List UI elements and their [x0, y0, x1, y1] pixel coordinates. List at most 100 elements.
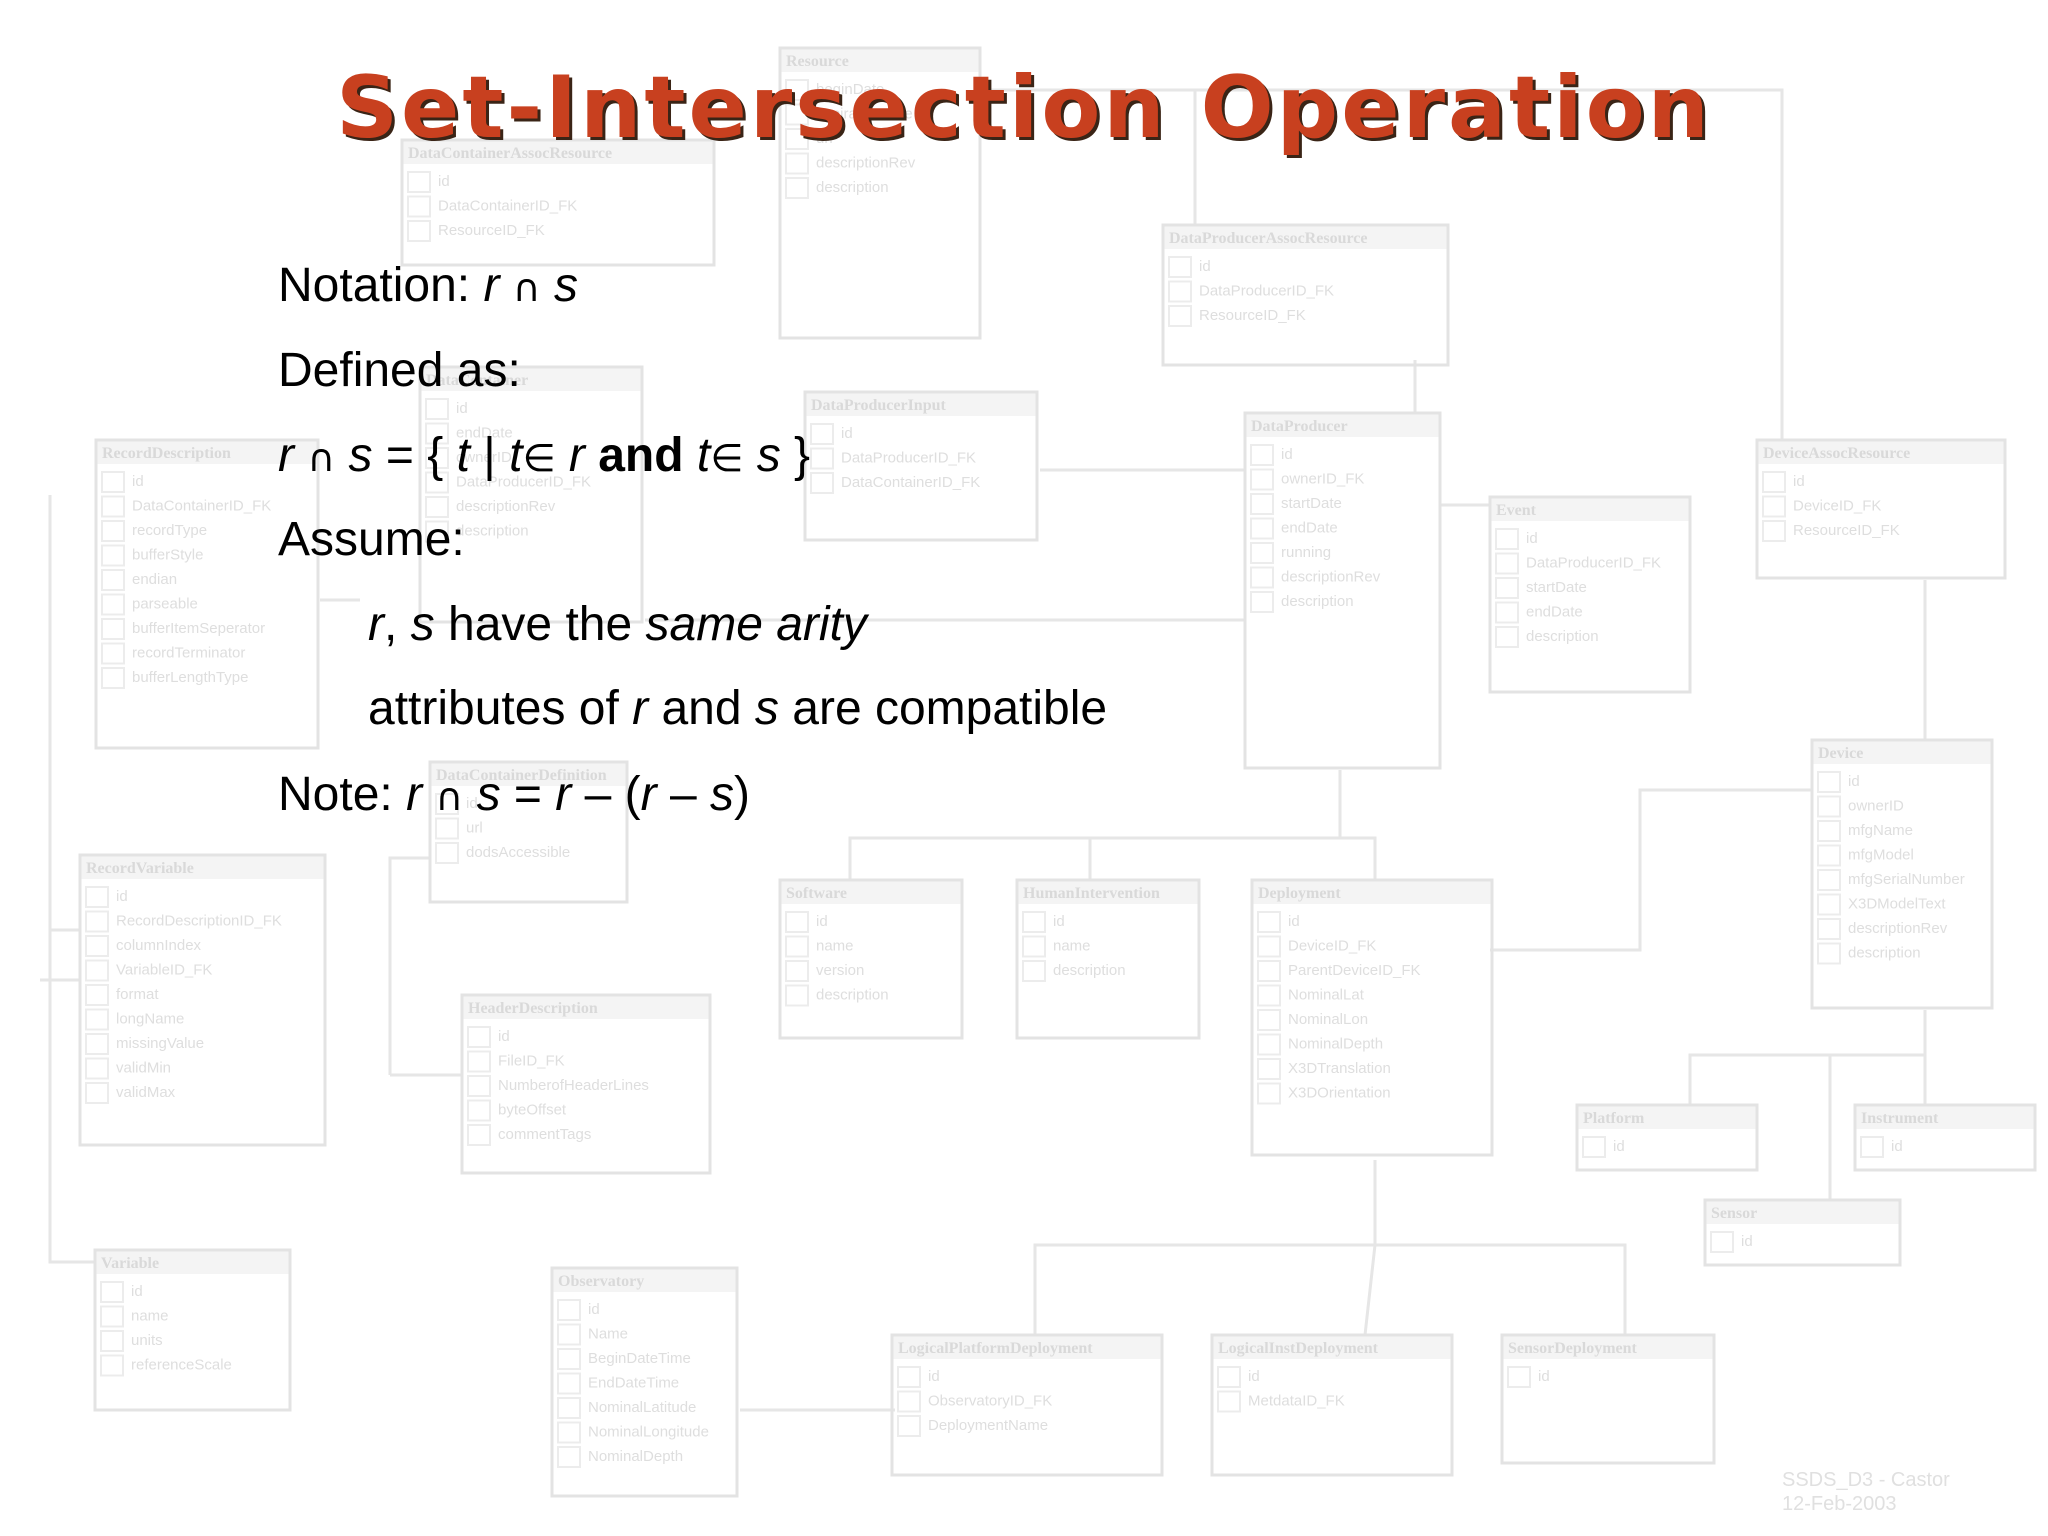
er-table-field: url — [816, 130, 833, 147]
er-table-field: ownerID — [456, 449, 512, 466]
er-table-title: LogicalInstDeployment — [1218, 1340, 1379, 1357]
er-table-field: id — [131, 1283, 143, 1300]
er-table-field: id — [1891, 1138, 1903, 1155]
note-s1: s — [476, 768, 501, 821]
def-r: r — [278, 429, 294, 482]
er-table-field: ParentDeviceID_FK — [1288, 962, 1421, 979]
element-of-symbol: ∈ — [522, 436, 556, 480]
er-table-field: id — [588, 1301, 600, 1318]
er-table-title: Variable — [101, 1255, 159, 1272]
er-table: Platform id — [1575, 1103, 1759, 1172]
er-table-field: missingValue — [116, 1035, 204, 1052]
er-table-field: id — [116, 888, 128, 905]
er-table-field: id — [1281, 446, 1293, 463]
er-table-field: validMax — [116, 1084, 176, 1101]
er-table-field: referenceScale — [131, 1357, 232, 1374]
er-table-title: DataContainerAssocResource — [408, 145, 612, 162]
er-table-field: id — [1613, 1138, 1625, 1155]
er-table-field: running — [1281, 544, 1331, 561]
er-table-field: id — [466, 795, 478, 812]
er-table-field: descriptionRev — [1281, 569, 1381, 586]
def-and: and — [598, 429, 684, 482]
assume2-and: and — [661, 682, 742, 735]
er-table-field: DeviceID_FK — [1793, 498, 1881, 515]
er-table-field: endian — [132, 571, 177, 588]
er-table-field: FileID_FK — [498, 1053, 565, 1070]
er-table-field: descriptionRev — [1848, 920, 1948, 937]
er-table-field: DataProducerID_FK — [841, 450, 976, 467]
er-table-field: version — [816, 962, 864, 979]
footer-date: 12-Feb-2003 — [1782, 1493, 1897, 1515]
er-table-field: description — [1848, 945, 1921, 962]
er-table: ObservatoryidNameBeginDateTimeEndDateTim… — [550, 1266, 739, 1498]
er-table-field: Name — [588, 1326, 628, 1343]
er-table-field: endDate — [456, 425, 513, 442]
er-table-field: NumberofHeaderLines — [498, 1077, 649, 1094]
er-table-field: id — [1248, 1368, 1260, 1385]
er-table-field: name — [1053, 938, 1091, 955]
er-table-field: name — [131, 1308, 169, 1325]
er-table: DataProduceridownerID_FKstartDateendDate… — [1243, 411, 1442, 770]
er-table: RecordVariableidRecordDescriptionID_FKco… — [78, 853, 327, 1147]
er-table: EventidDataProducerID_FKstartDateendDate… — [1488, 495, 1692, 694]
er-table-field: bufferStyle — [132, 547, 203, 564]
er-table-field: description — [1053, 962, 1126, 979]
note-r2: r — [555, 768, 572, 821]
er-table-title: DataProducerAssocResource — [1169, 230, 1367, 247]
er-table-field: ResourceID_FK — [1199, 307, 1306, 324]
er-table-title: DeviceAssocResource — [1763, 445, 1910, 462]
er-table: DeviceAssocResourceidDeviceID_FKResource… — [1755, 438, 2007, 580]
er-table-field: id — [1288, 913, 1300, 930]
slide-title: Set-Intersection Operation — [336, 58, 1712, 158]
er-table-field: NominalLongitude — [588, 1424, 709, 1441]
er-table-field: ObservatoryID_FK — [928, 1393, 1052, 1410]
er-table-field: beginDate — [816, 81, 884, 98]
note-r3: r — [640, 768, 657, 821]
er-table-title: Observatory — [558, 1273, 644, 1290]
er-table: DataContaineridendDateownerIDDataProduce… — [418, 365, 644, 624]
er-table-field: mfgName — [1848, 822, 1913, 839]
er-table-field: units — [131, 1332, 163, 1349]
er-table-field: NominalDepth — [588, 1448, 683, 1465]
er-table-field: description — [456, 523, 529, 540]
def-bar: | — [483, 429, 496, 482]
er-table-field: MetdataID_FK — [1248, 1393, 1345, 1410]
def-rr: r — [568, 429, 585, 482]
intersection-symbol: ∩ — [307, 436, 336, 480]
er-table-title: HeaderDescription — [468, 1000, 598, 1017]
intersection-symbol: ∩ — [435, 775, 464, 819]
er-table-field: commentTags — [498, 1126, 591, 1143]
er-table-title: Software — [786, 885, 847, 902]
definition-formula: r ∩ s = { t | t∈ r and t∈ s } — [278, 428, 810, 486]
er-table-field: DataContainerID_FK — [438, 198, 577, 215]
er-table-field: VariableID_FK — [116, 962, 212, 979]
er-table-field: ResourceID_FK — [1793, 522, 1900, 539]
element-of-symbol: ∈ — [710, 436, 744, 480]
note-label: Note: — [278, 768, 393, 821]
er-table-title: Deployment — [1258, 885, 1341, 902]
er-table-title: Platform — [1583, 1110, 1645, 1127]
er-table-field: id — [1848, 773, 1860, 790]
notation-s: s — [553, 259, 578, 312]
er-table-field: mfgModel — [1848, 847, 1914, 864]
notation-line: Notation: r ∩ s — [278, 258, 578, 316]
er-table-field: id — [132, 473, 144, 490]
er-table-title: DataContainer — [426, 372, 528, 389]
er-table-field: description — [1526, 628, 1599, 645]
er-table-title: Sensor — [1711, 1205, 1757, 1222]
er-table-field: bufferLengthType — [132, 669, 248, 686]
note-s2: s — [710, 768, 735, 821]
er-table-field: id — [456, 400, 468, 417]
er-table-field: BeginDateTime — [588, 1350, 691, 1367]
def-t1: t — [456, 429, 470, 482]
er-table-title: DataContainerDefinition — [436, 767, 607, 784]
er-table-field: startDate — [1281, 495, 1342, 512]
er-table-field: dodsAccessible — [466, 844, 570, 861]
er-table-title: HumanIntervention — [1023, 885, 1160, 902]
er-table-field: startDate — [1526, 579, 1587, 596]
